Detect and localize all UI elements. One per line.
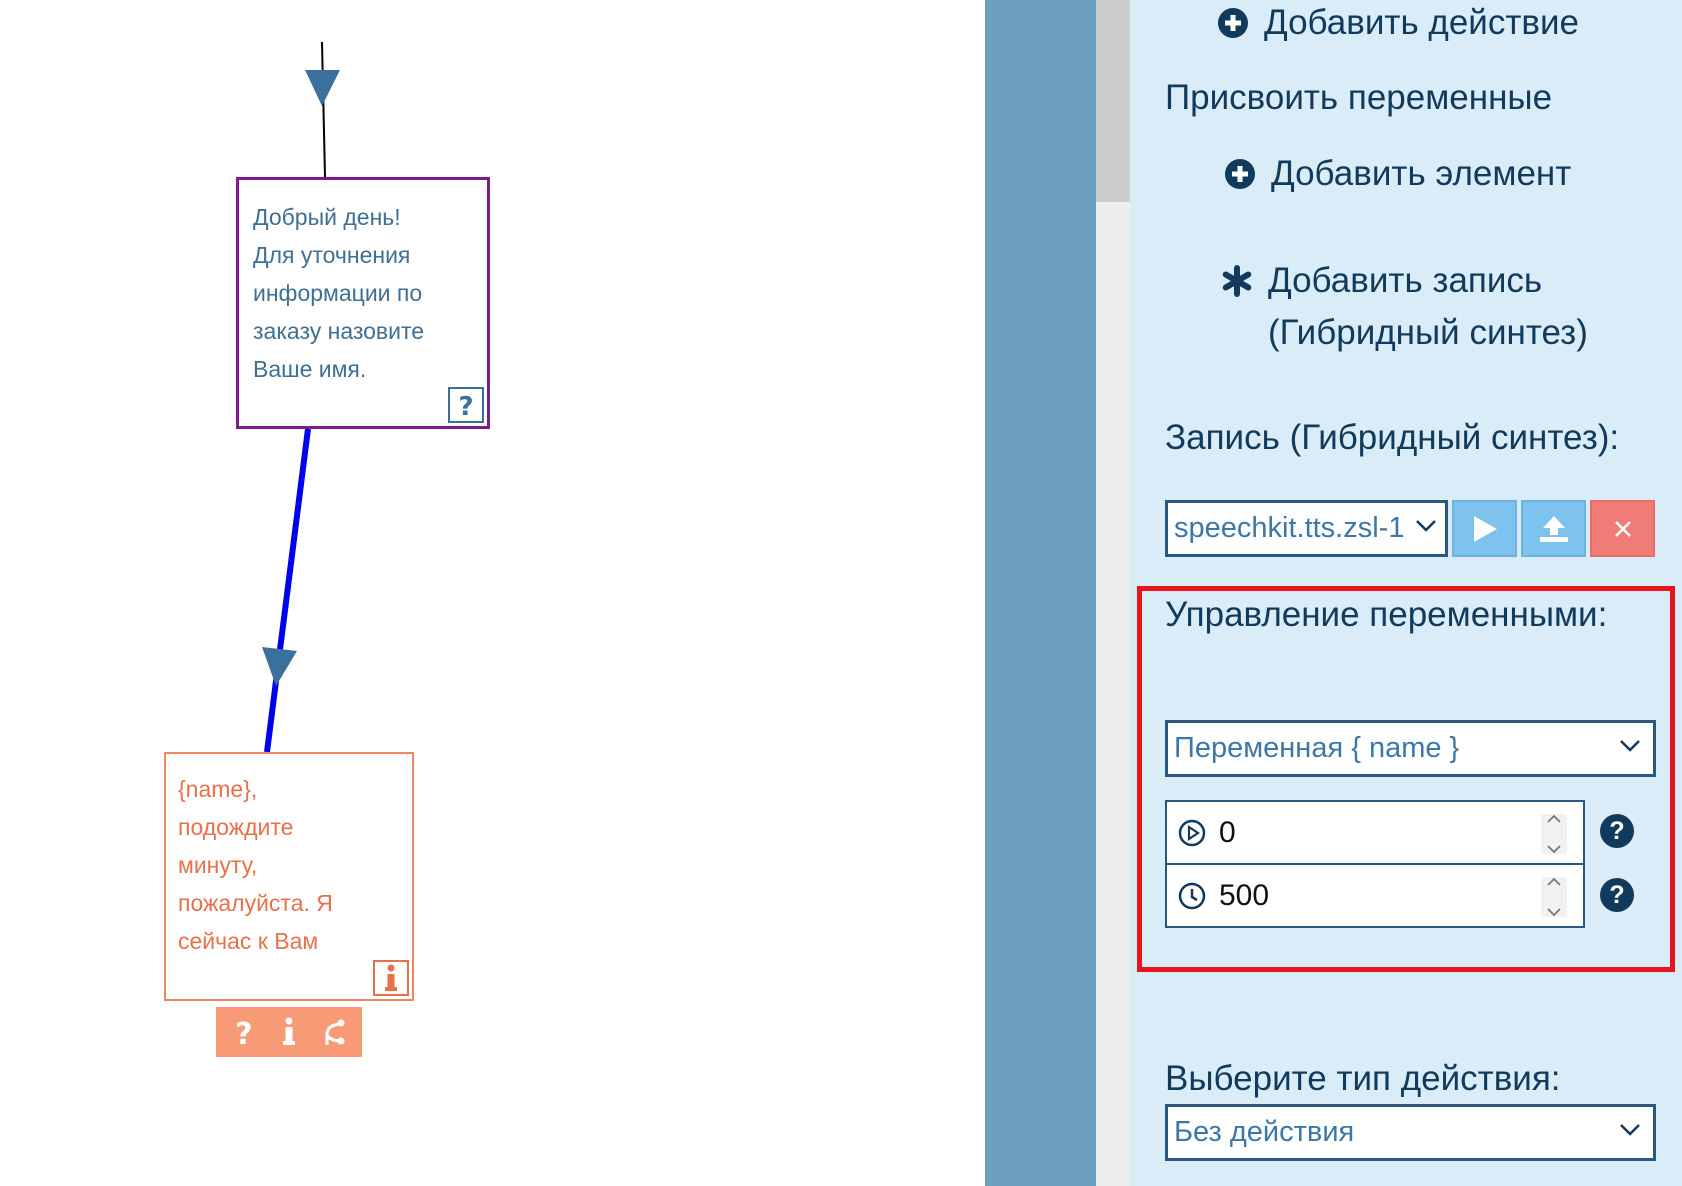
edge-greeting-to-wait[interactable] <box>264 428 311 753</box>
record-heading: Запись (Гибридный синтез): <box>1165 418 1620 457</box>
record-select-value: speechkit.tts.zsl-1 <box>1174 512 1405 544</box>
action-type-select-value: Без действия <box>1174 1116 1355 1148</box>
plus-circle-icon <box>1223 148 1257 200</box>
chevron-down-icon <box>1619 739 1641 758</box>
play-circle-icon <box>1177 818 1207 848</box>
info-icon[interactable] <box>271 1012 307 1052</box>
duration-stepper[interactable] <box>1541 877 1567 917</box>
chevron-down-icon[interactable] <box>1546 844 1562 854</box>
add-record-link[interactable]: Добавить запись (Гибридный синтез) <box>1220 255 1588 359</box>
assign-vars-heading: Присвоить переменные <box>1165 78 1553 117</box>
node-wait[interactable]: {name}, подождите минуту, пожалуйста. Я … <box>164 752 414 1001</box>
question-icon[interactable]: ? <box>226 1012 262 1052</box>
duration-input[interactable] <box>1219 878 1539 913</box>
info-icon[interactable] <box>373 960 409 996</box>
duration-help-button[interactable]: ? <box>1600 878 1634 912</box>
chevron-down-icon[interactable] <box>1546 907 1562 917</box>
node-greeting-text: Добрый день! Для уточнения информации по… <box>253 204 425 382</box>
node-wait-text: {name}, подождите минуту, пожалуйста. Я … <box>178 776 333 954</box>
svg-text:?: ? <box>236 1017 253 1048</box>
record-select[interactable]: speechkit.tts.zsl-1 <box>1165 500 1448 557</box>
delete-button[interactable] <box>1590 500 1655 557</box>
arrow-incoming-icon <box>305 70 340 106</box>
duration-field[interactable] <box>1165 863 1585 928</box>
variable-management-group <box>1137 586 1675 972</box>
flow-canvas[interactable]: Добрый день! Для уточнения информации по… <box>0 0 985 1186</box>
arrow-greeting-to-wait-icon <box>262 647 297 686</box>
chevron-up-icon[interactable] <box>1546 877 1562 887</box>
panel-resize-strip[interactable] <box>985 0 1096 1186</box>
chevron-down-icon <box>1415 519 1437 538</box>
svg-text:?: ? <box>458 392 473 419</box>
branch-icon[interactable] <box>316 1012 352 1052</box>
upload-icon <box>1539 515 1568 542</box>
clock-icon <box>1177 881 1207 911</box>
edges-layer <box>262 41 340 753</box>
add-element-link[interactable]: Добавить элемент <box>1223 148 1571 200</box>
asterisk-icon <box>1220 255 1254 307</box>
add-record-label: Добавить запись (Гибридный синтез) <box>1268 261 1588 352</box>
upload-button[interactable] <box>1521 500 1586 557</box>
add-action-link[interactable]: Добавить действие <box>1216 0 1579 49</box>
play-icon <box>1473 515 1497 542</box>
edge-incoming[interactable] <box>321 41 326 178</box>
plus-circle-icon <box>1216 0 1250 49</box>
add-element-label: Добавить элемент <box>1271 154 1572 193</box>
scrollbar-thumb[interactable] <box>1096 0 1130 202</box>
start-offset-input[interactable] <box>1219 815 1539 850</box>
start-help-button[interactable]: ? <box>1600 814 1634 848</box>
variable-select-value: Переменная { name } <box>1174 732 1460 764</box>
start-offset-stepper[interactable] <box>1541 814 1567 854</box>
action-heading: Выберите тип действия: <box>1165 1059 1561 1098</box>
var-heading: Управление переменными: <box>1165 595 1608 634</box>
chevron-down-icon <box>1619 1123 1641 1142</box>
play-button[interactable] <box>1452 500 1517 557</box>
node-greeting[interactable]: Добрый день! Для уточнения информации по… <box>236 177 490 429</box>
add-action-label: Добавить действие <box>1264 3 1579 42</box>
variable-select[interactable]: Переменная { name } <box>1165 720 1656 777</box>
start-offset-field[interactable] <box>1165 800 1585 865</box>
panel-scrollbar[interactable] <box>1096 0 1130 1186</box>
node-toolbar: ? <box>216 1007 362 1057</box>
question-icon[interactable]: ? <box>448 387 484 423</box>
close-icon <box>1614 520 1631 537</box>
action-type-select[interactable]: Без действия <box>1165 1104 1656 1161</box>
properties-panel: Добавить действие Присвоить переменные Д… <box>1130 0 1682 1186</box>
chevron-up-icon[interactable] <box>1546 814 1562 824</box>
